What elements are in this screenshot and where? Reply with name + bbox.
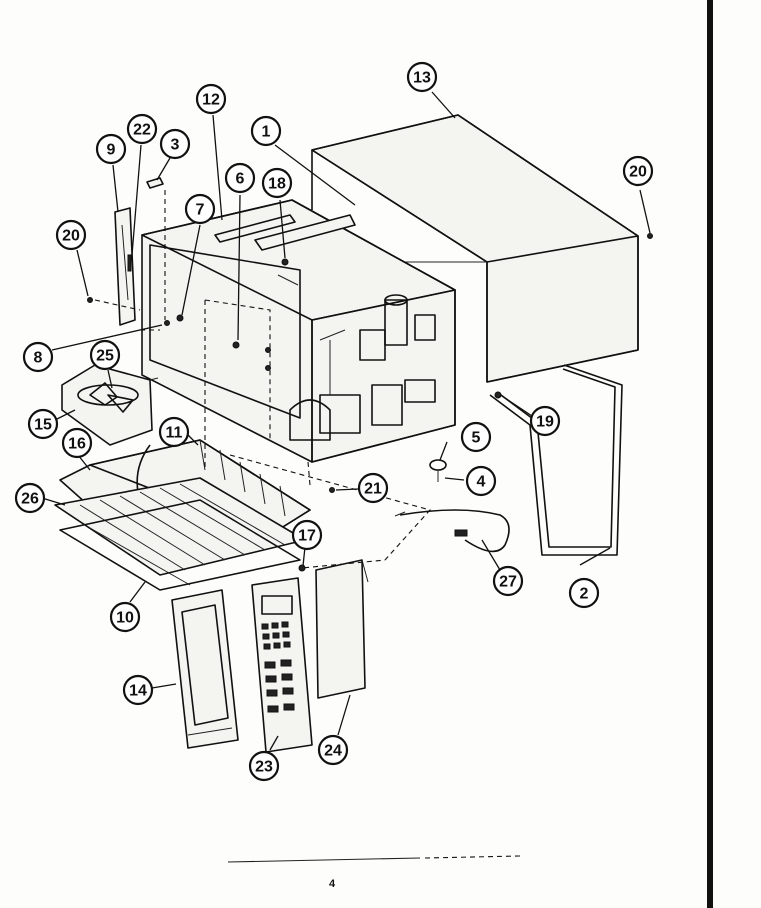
- callout-label: 3: [171, 137, 180, 154]
- callout-label: 12: [202, 92, 220, 109]
- callout-label: 10: [116, 610, 134, 627]
- callout-9: 9: [95, 133, 127, 165]
- callout-label: 21: [364, 481, 382, 498]
- callout-label: 1: [262, 124, 271, 141]
- callout-19: 19: [529, 405, 561, 437]
- callout-label: 24: [324, 743, 342, 760]
- control-side-plate: [315, 559, 369, 699]
- callout-label: 26: [21, 491, 39, 508]
- callout-label: 2: [580, 586, 589, 603]
- callout-1: 1: [250, 115, 282, 147]
- callout-26: 26: [14, 482, 46, 514]
- callout-label: 23: [255, 759, 273, 776]
- callout-label: 22: [133, 122, 151, 139]
- callout-22: 22: [126, 113, 158, 145]
- callout-label: 16: [68, 436, 86, 453]
- callout-20-left: 20: [55, 219, 87, 251]
- callout-25: 25: [89, 339, 121, 371]
- callout-label: 14: [129, 683, 147, 700]
- callout-8: 8: [22, 341, 54, 373]
- callout-label: 15: [34, 417, 52, 434]
- callout-label: 6: [236, 171, 245, 188]
- latch-key: [146, 177, 164, 189]
- callout-7: 7: [184, 193, 216, 225]
- callout-label: 17: [298, 528, 316, 545]
- hardware-screws: [87, 233, 653, 572]
- callout-20-right: 20: [622, 155, 654, 187]
- bottom-cover-panel: [59, 499, 301, 591]
- assembly-lines: [94, 190, 432, 569]
- callout-label: 20: [629, 164, 647, 181]
- oven-cavity-chassis: [141, 199, 456, 463]
- hinge-bracket: [114, 207, 136, 326]
- control-panel: [251, 577, 313, 753]
- callout-2: 2: [568, 577, 600, 609]
- callout-17: 17: [291, 519, 323, 551]
- callout-label: 20: [62, 228, 80, 245]
- outer-cabinet: [311, 114, 639, 383]
- power-cord: [394, 509, 510, 553]
- callout-4: 4: [465, 465, 497, 497]
- stirrer-cover-assembly: [61, 364, 159, 446]
- callout-label: 8: [34, 350, 43, 367]
- door-assembly: [171, 589, 239, 749]
- callout-label: 11: [166, 425, 183, 442]
- page-number: 4: [328, 878, 336, 890]
- callout-label: 9: [107, 142, 116, 159]
- callout-label: 19: [536, 414, 554, 431]
- footer-rule-faint: [424, 855, 521, 859]
- callout-label: 13: [413, 70, 431, 87]
- callout-18: 18: [261, 167, 293, 199]
- callout-23: 23: [248, 750, 280, 782]
- callout-label: 27: [499, 574, 517, 591]
- footer-rule: [227, 857, 421, 863]
- page-edge-rule: [707, 0, 713, 908]
- callout-12: 12: [195, 83, 227, 115]
- callout-label: 25: [96, 348, 114, 365]
- callout-3: 3: [159, 128, 191, 160]
- callout-11: 11: [158, 416, 190, 448]
- callout-label: 5: [472, 430, 481, 447]
- callout-16: 16: [61, 427, 93, 459]
- callout-10: 10: [109, 601, 141, 633]
- callout-label: 4: [477, 474, 486, 491]
- support-rod: [489, 364, 623, 556]
- callout-21: 21: [357, 472, 389, 504]
- callout-15: 15: [27, 408, 59, 440]
- callout-label: 7: [196, 202, 205, 219]
- callout-6: 6: [224, 162, 256, 194]
- callout-27: 27: [492, 565, 524, 597]
- callout-13: 13: [406, 61, 438, 93]
- callout-5: 5: [460, 421, 492, 453]
- callout-24: 24: [317, 734, 349, 766]
- callout-14: 14: [122, 674, 154, 706]
- callout-label: 18: [268, 176, 286, 193]
